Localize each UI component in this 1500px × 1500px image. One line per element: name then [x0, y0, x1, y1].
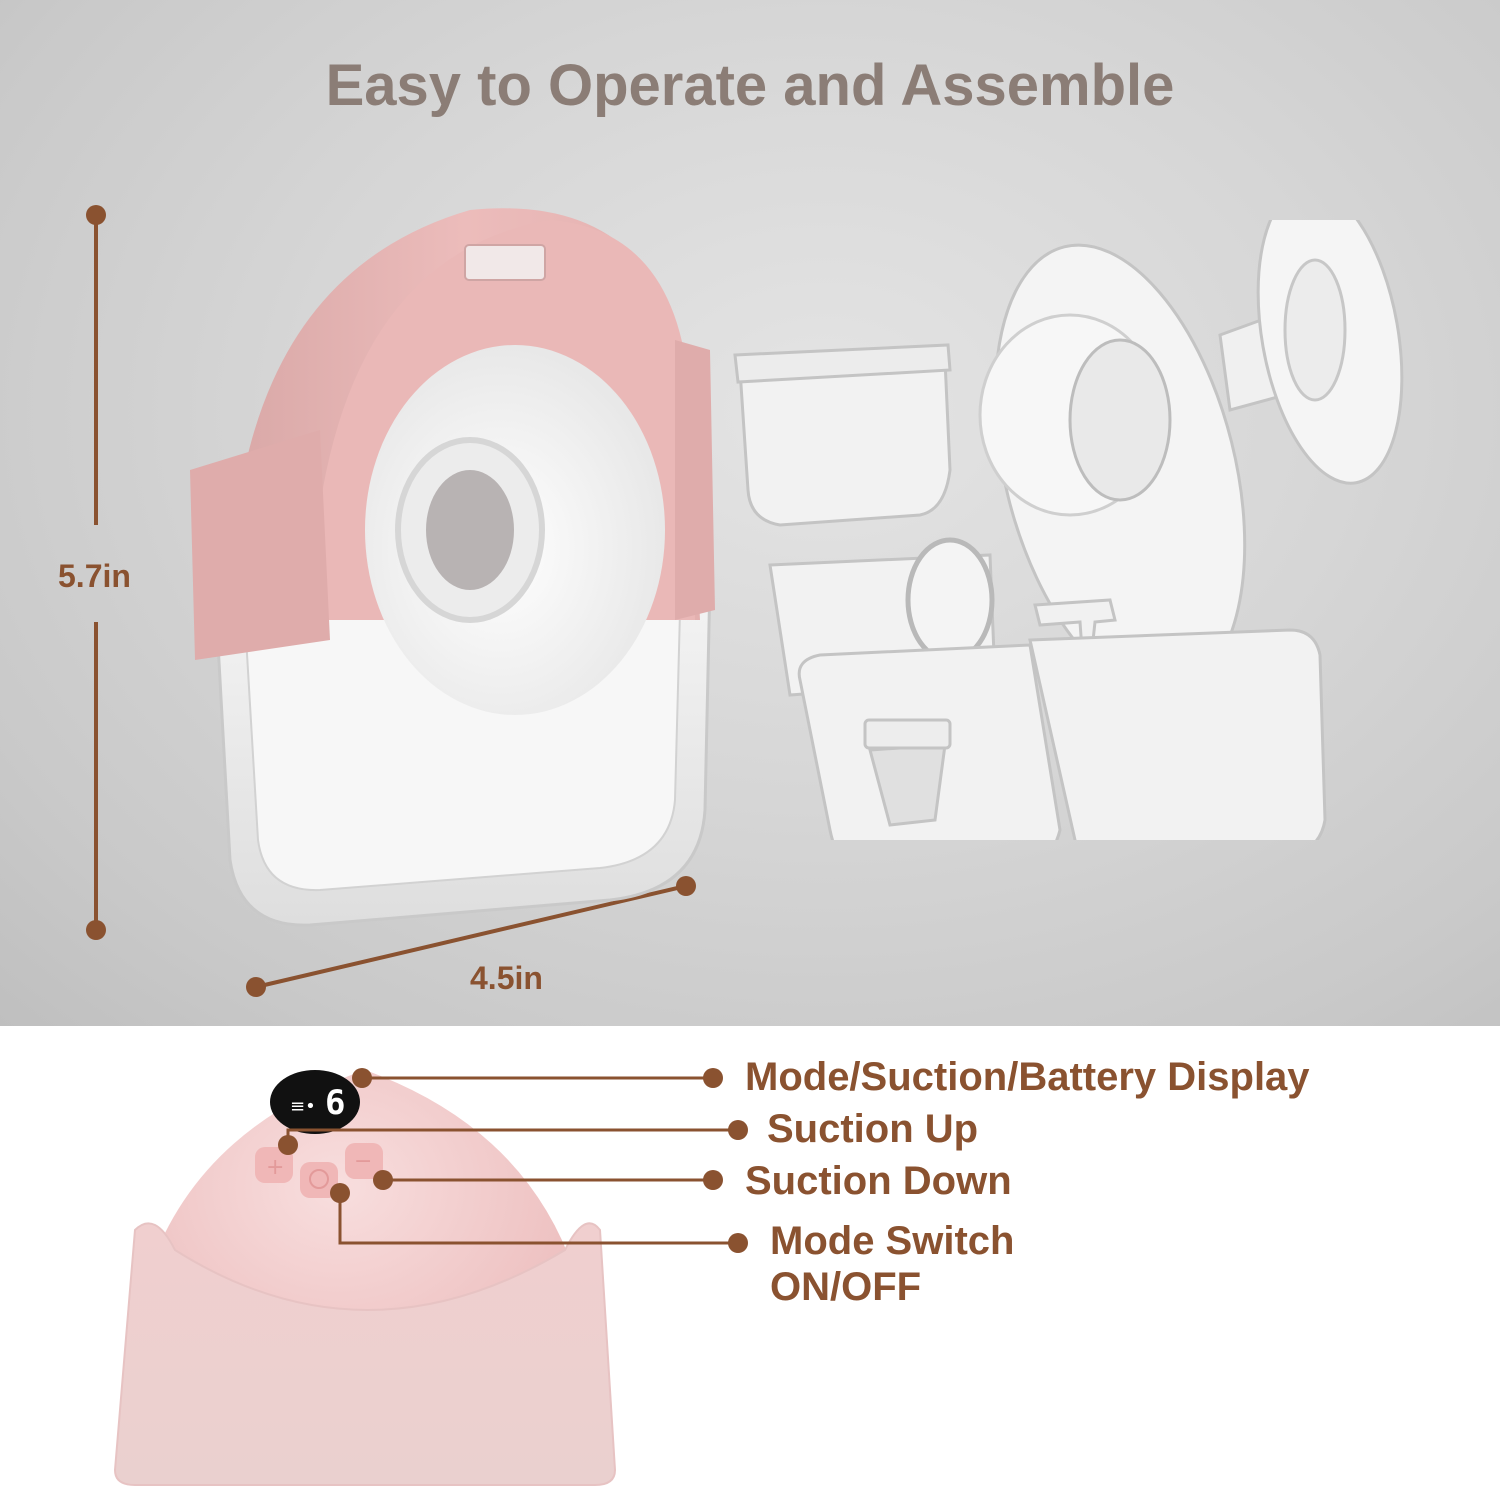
led-display [270, 1070, 360, 1134]
milk-collection-cup-right [1028, 628, 1327, 840]
mode-switch-button [300, 1162, 338, 1198]
width-dim-label: 4.5in [470, 960, 543, 996]
svg-text:+: + [266, 1155, 284, 1180]
height-dim-label: 5.7in [58, 558, 131, 594]
pump-control-top-image: 6 ≡• + − [113, 1070, 617, 1486]
suction-up-button [255, 1147, 293, 1183]
svg-text:6: 6 [325, 1083, 345, 1123]
callout-suction-up: Suction Up [767, 1107, 979, 1151]
height-dim-line-bottom [94, 622, 98, 930]
height-dim-line-top [94, 215, 98, 525]
width-dim-line [246, 876, 696, 997]
height-dim-bottom-dot [86, 920, 106, 940]
product-hero-panel: Easy to Operate and Assemble 5.7in 4.5in [0, 0, 1500, 1026]
pump-assembled-image [190, 208, 715, 927]
pump-parts-exploded-image [733, 220, 1404, 840]
callout-mode-switch: Mode Switch [770, 1219, 1015, 1263]
power-icon [309, 1169, 329, 1189]
suction-down-button [345, 1143, 383, 1179]
svg-text:−: − [354, 1149, 372, 1174]
callout-suction-down: Suction Down [745, 1159, 1012, 1203]
callout-display: Mode/Suction/Battery Display [745, 1055, 1310, 1099]
connector-cup [738, 358, 952, 527]
svg-text:≡•: ≡• [290, 1096, 316, 1117]
page-title: Easy to Operate and Assemble [325, 53, 1175, 118]
callout-on-off: ON/OFF [770, 1265, 922, 1309]
usb-port-icon [464, 244, 546, 281]
